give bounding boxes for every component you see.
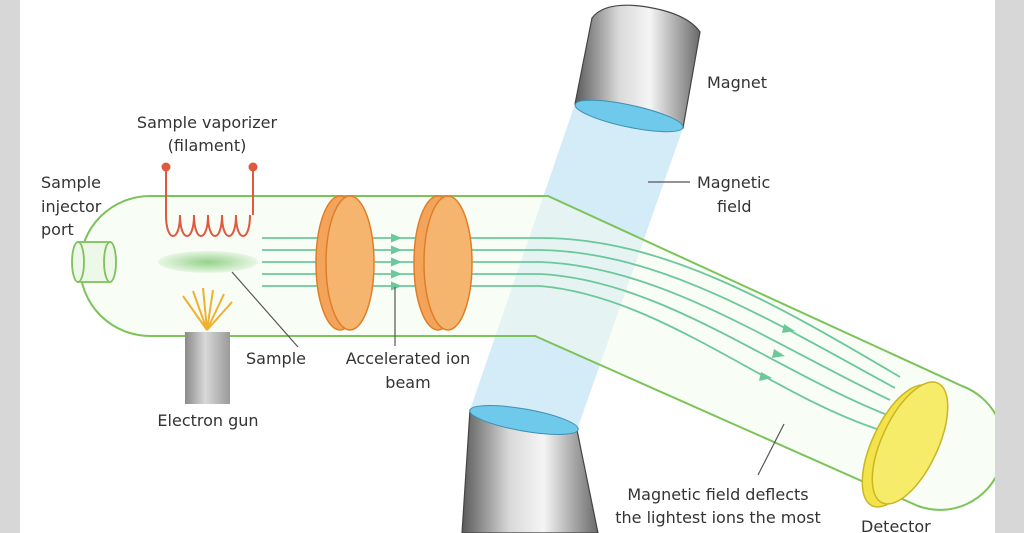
label-sample-injector-3: port xyxy=(41,220,74,239)
sample-cloud xyxy=(158,251,258,273)
label-detector: Detector xyxy=(861,517,931,533)
filament-coil xyxy=(161,162,258,237)
electron-gun-body xyxy=(185,332,230,404)
label-magnet: Magnet xyxy=(707,73,767,92)
label-magnetic-field-2: field xyxy=(717,197,752,216)
electron-sparks xyxy=(182,287,233,331)
label-deflection-2: the lightest ions the most xyxy=(615,508,820,527)
sample-injector-port xyxy=(71,241,117,283)
detector-disc xyxy=(861,381,949,508)
label-electron-gun: Electron gun xyxy=(157,411,258,430)
ion-beam xyxy=(262,237,901,431)
label-sample-injector-2: injector xyxy=(41,197,102,216)
label-sample-vaporizer-1: Sample vaporizer xyxy=(137,113,278,132)
magnet-bottom xyxy=(461,405,599,533)
accelerator-plate-2 xyxy=(413,195,473,331)
ion-beam-arrows xyxy=(391,233,795,381)
label-deflection-1: Magnetic field deflects xyxy=(627,485,808,504)
label-magnetic-field-1: Magnetic xyxy=(697,173,770,192)
magnet-top xyxy=(574,4,701,133)
label-accelerated-ion-beam-2: beam xyxy=(385,373,430,392)
accelerator-plate-1 xyxy=(315,195,375,331)
label-sample-injector-1: Sample xyxy=(41,173,101,192)
label-sample: Sample xyxy=(246,349,306,368)
label-sample-vaporizer-2: (filament) xyxy=(168,136,247,155)
leader-lines xyxy=(231,181,785,476)
label-accelerated-ion-beam-1: Accelerated ion xyxy=(346,349,471,368)
